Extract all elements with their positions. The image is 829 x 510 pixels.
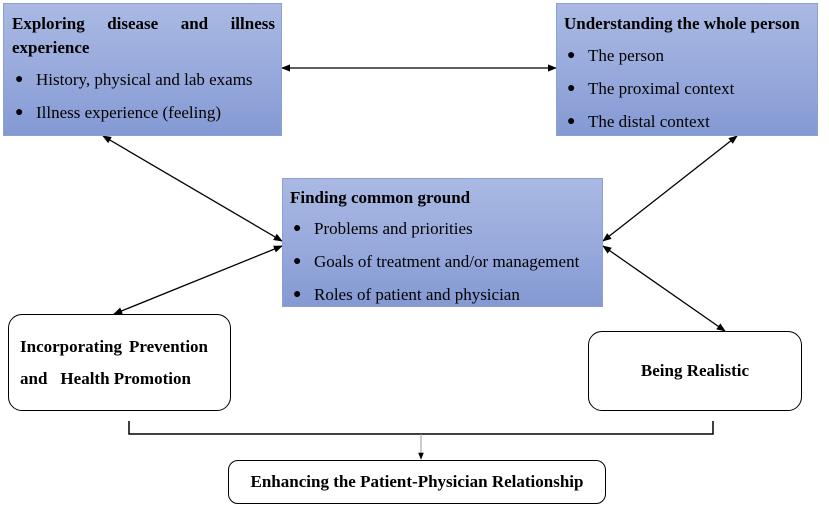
bullet-icon: ● xyxy=(567,48,576,63)
prevention-box: Incorporating Prevention and Health Prom… xyxy=(8,314,231,411)
prevention-word-1: Incorporating xyxy=(20,336,122,356)
list-item: ●Goals of treatment and/or management xyxy=(290,245,596,278)
bullet-icon: ● xyxy=(567,81,576,96)
list-item: ●Roles of patient and physician xyxy=(290,278,596,311)
common-ground-box: Finding common ground ●Problems and prio… xyxy=(282,178,603,307)
bullet-icon: ● xyxy=(293,287,302,302)
prevention-word-2: Prevention xyxy=(129,336,209,356)
relationship-box: Enhancing the Patient-Physician Relation… xyxy=(228,460,606,504)
list-item: ●Illness experience (feeling) xyxy=(12,96,275,129)
prevention-line-2: and Health Promotion xyxy=(20,363,208,395)
prevention-line-1: Incorporating Prevention xyxy=(20,331,208,363)
exploring-list: ●History, physical and lab exams ●Illnes… xyxy=(12,63,275,129)
list-item: ●Problems and priorities xyxy=(290,212,596,245)
common-ground-list: ●Problems and priorities ●Goals of treat… xyxy=(290,212,596,311)
arrow-understanding-commonground xyxy=(602,135,738,242)
list-item: ●History, physical and lab exams xyxy=(12,63,275,96)
exploring-disease-title: Exploring disease and illness xyxy=(12,12,275,36)
prevention-word-3: and xyxy=(20,368,48,388)
understanding-list: ●The person ●The proximal context ●The d… xyxy=(564,39,811,138)
relationship-label: Enhancing the Patient-Physician Relation… xyxy=(250,472,584,491)
bracket-bottom xyxy=(128,421,714,435)
common-ground-title: Finding common ground xyxy=(290,188,471,207)
arrow-exploring-commonground xyxy=(102,135,283,242)
understanding-person-title: Understanding the whole person xyxy=(564,14,800,33)
prevention-word-4: Health Promotion xyxy=(60,368,191,388)
arrow-commonground-realistic xyxy=(602,245,726,332)
exploring-title-word-4: illness xyxy=(230,14,275,33)
exploring-disease-box: Exploring disease and illness experience… xyxy=(3,3,282,136)
bullet-icon: ● xyxy=(15,72,24,87)
bullet-icon: ● xyxy=(15,105,24,120)
list-item: ●The proximal context xyxy=(564,72,811,105)
understanding-person-box: Understanding the whole person ●The pers… xyxy=(556,3,818,136)
realistic-label: Being Realistic xyxy=(640,361,750,380)
list-item: ●The distal context xyxy=(564,105,811,138)
bullet-icon: ● xyxy=(567,114,576,129)
bullet-icon: ● xyxy=(293,221,302,236)
arrow-commonground-prevention xyxy=(113,245,283,315)
realistic-box: Being Realistic xyxy=(588,331,802,411)
exploring-title-word-3: and xyxy=(180,14,209,33)
bullet-icon: ● xyxy=(293,254,302,269)
exploring-title-word-2: disease xyxy=(107,14,159,33)
exploring-title-word-1: Exploring xyxy=(12,14,85,33)
list-item: ●The person xyxy=(564,39,811,72)
exploring-disease-title-line2: experience xyxy=(12,38,90,57)
